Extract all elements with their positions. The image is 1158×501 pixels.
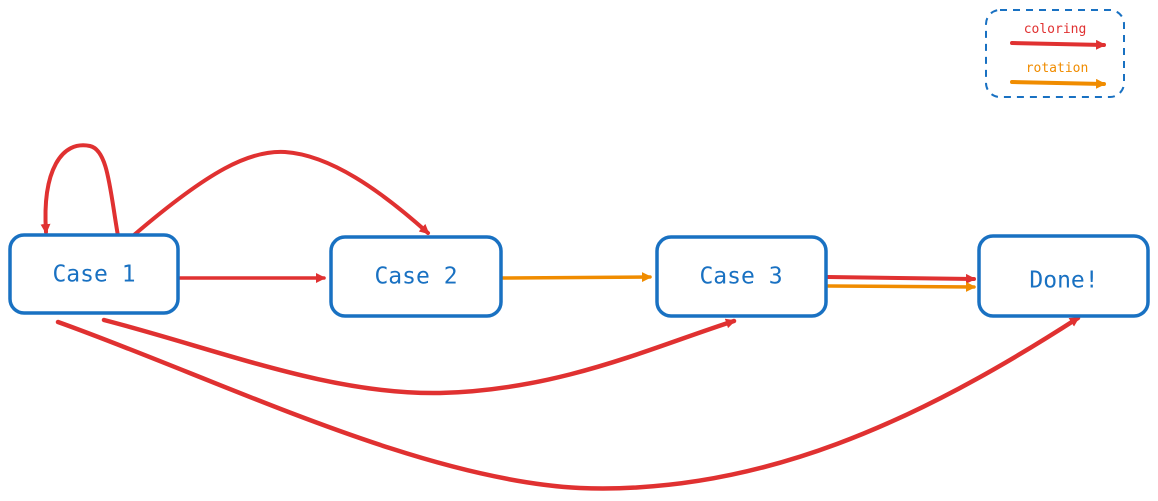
legend: coloring rotation (985, 9, 1125, 98)
edge-case1-to-case2-arc (132, 149, 430, 237)
edge-case1-self-loop (40, 143, 120, 238)
node-case3-box (655, 235, 828, 318)
node-case2[interactable]: Case 2 (329, 235, 503, 318)
node-done-box (977, 234, 1150, 318)
edge-case3-to-done-rotation (826, 281, 976, 292)
legend-coloring-label: coloring (1024, 22, 1087, 37)
node-case1-label: Case 1 (52, 262, 135, 288)
node-case2-label: Case 2 (374, 264, 457, 290)
node-case2-box (329, 235, 503, 318)
legend-border (985, 9, 1125, 98)
node-case3[interactable]: Case 3 (655, 235, 828, 318)
edge-case2-to-case3 (500, 272, 652, 283)
edge-case1-to-done (55, 315, 1081, 491)
edge-case1-to-case3 (101, 317, 737, 396)
legend-coloring-arrow (1010, 39, 1106, 50)
edge-case3-to-done-coloring (826, 273, 976, 284)
node-case1[interactable]: Case 1 (8, 233, 180, 315)
node-case1-box (8, 233, 180, 315)
node-case3-label: Case 3 (699, 264, 782, 290)
node-done[interactable]: Done! (977, 234, 1150, 318)
legend-rotation-arrow (1010, 78, 1106, 89)
legend-rotation-label: rotation (1026, 61, 1089, 76)
node-done-label: Done! (1029, 268, 1098, 294)
